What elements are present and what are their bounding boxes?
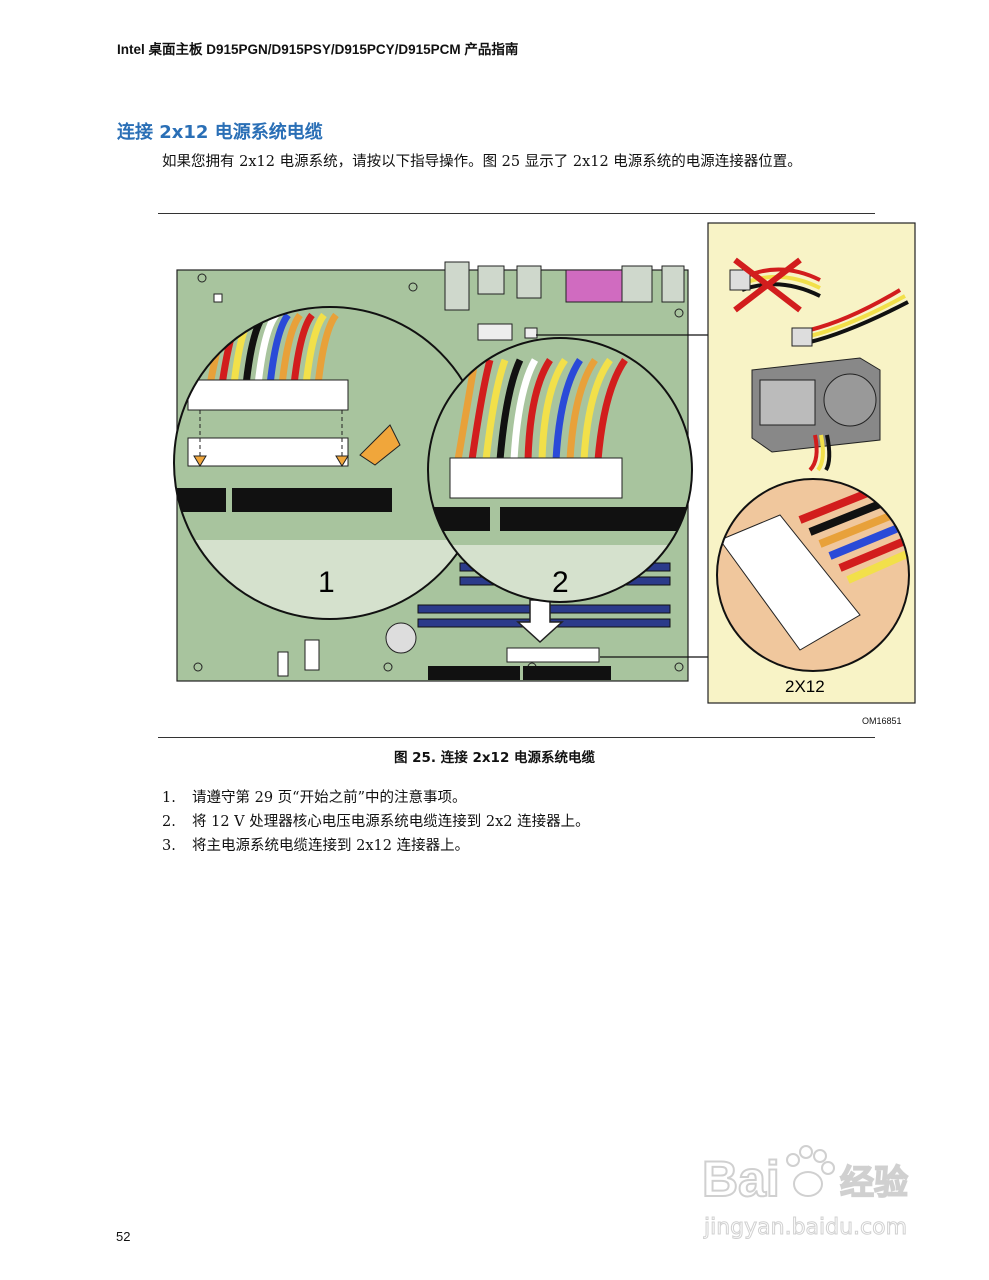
page-number: 52 (116, 1229, 131, 1244)
list-item: 2. 将 12 V 处理器核心电压电源系统电缆连接到 2x2 连接器上。 (162, 810, 590, 834)
steps-list: 1. 请遵守第 29 页“开始之前”中的注意事项。 2. 将 12 V 处理器核… (162, 786, 590, 858)
intro-paragraph: 如果您拥有 2x12 电源系统，请按以下指导操作。图 25 显示了 2x12 电… (162, 154, 802, 170)
step-text: 将 12 V 处理器核心电压电源系统电缆连接到 2x2 连接器上。 (192, 814, 590, 830)
list-item: 3. 将主电源系统电缆连接到 2x12 连接器上。 (162, 834, 590, 858)
baidu-watermark: Bai 经验 jingyan.baidu.com (700, 1128, 940, 1248)
figure-top-rule (158, 213, 875, 214)
paw-icon (786, 1145, 835, 1197)
callout-1: 1 (318, 566, 335, 599)
watermark-url: jingyan.baidu.com (703, 1215, 907, 1240)
step-number: 2. (162, 814, 176, 830)
step-text: 将主电源系统电缆连接到 2x12 连接器上。 (192, 838, 470, 854)
watermark-logo: Bai 经验 jingyan.baidu.com (701, 1145, 909, 1241)
list-item: 1. 请遵守第 29 页“开始之前”中的注意事项。 (162, 786, 590, 810)
step-number: 1. (162, 790, 176, 806)
figure-id: OM16851 (862, 716, 902, 726)
callout-2: 2 (552, 566, 569, 599)
page-header: Intel 桌面主板 D915PGN/D915PSY/D915PCY/D915P… (117, 42, 519, 57)
section-title: 连接 2x12 电源系统电缆 (117, 122, 323, 143)
watermark-bai: Bai (702, 1151, 780, 1207)
figure-caption: 图 25. 连接 2x12 电源系统电缆 (393, 750, 596, 766)
figure-bottom-rule (158, 737, 875, 738)
connector-label: 2X12 (785, 677, 825, 696)
motherboard-diagram: 1 2 (173, 222, 916, 704)
watermark-jingyan: 经验 (840, 1163, 908, 1203)
step-number: 3. (162, 838, 176, 854)
step-text: 请遵守第 29 页“开始之前”中的注意事项。 (192, 790, 467, 806)
figure-illustration: 1 2 (160, 220, 920, 710)
